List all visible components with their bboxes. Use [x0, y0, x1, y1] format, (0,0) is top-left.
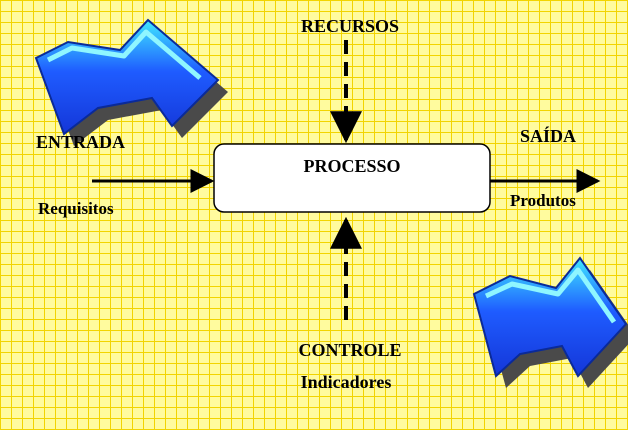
bottom-right-arrow-icon: [472, 256, 628, 388]
process-box: [213, 143, 491, 213]
process-label: PROCESSO: [303, 156, 400, 176]
input-label: ENTRADA: [36, 132, 125, 152]
top-left-arrow-icon: [34, 18, 228, 146]
output-sub-label: Produtos: [510, 191, 576, 210]
output-label: SAÍDA: [520, 125, 576, 146]
resources-label: RECURSOS: [301, 16, 399, 36]
input-sub-label: Requisitos: [38, 199, 114, 218]
control-label: CONTROLE: [298, 340, 401, 360]
control-sub-label: Indicadores: [301, 372, 392, 392]
